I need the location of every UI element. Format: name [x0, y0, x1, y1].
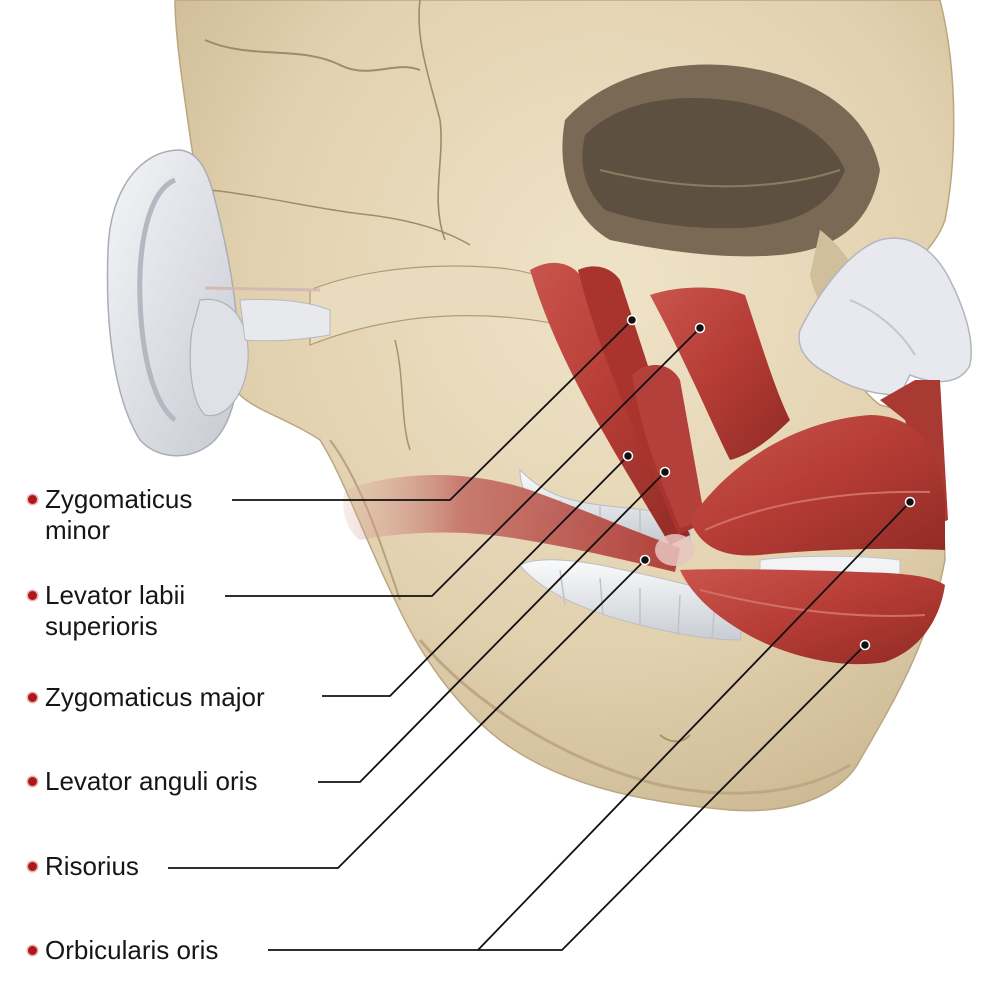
bullet-icon	[28, 591, 37, 600]
bullet-icon	[28, 862, 37, 871]
leader-line-levator-labii-superioris	[225, 327, 701, 597]
leader-lines	[168, 319, 911, 951]
leader-endpoint-levator-anguli-oris	[659, 466, 671, 478]
label-text: Levator anguli oris	[45, 766, 258, 796]
label-text: Orbicularis oris	[45, 935, 219, 965]
leader-endpoint-levator-labii-superioris	[694, 322, 706, 334]
facial-muscles	[343, 262, 948, 665]
leader-endpoint-zygomaticus-minor	[626, 314, 638, 326]
skull	[174, 0, 955, 812]
levator-anguli-oris-muscle	[632, 364, 705, 528]
label-levator-anguli-oris: Levator anguli oris	[28, 766, 258, 797]
zygomaticus-minor-muscle	[530, 262, 690, 545]
label-zygomaticus-major: Zygomaticus major	[28, 682, 265, 713]
leader-endpoints	[622, 314, 916, 651]
levator-labii-superioris-muscle	[650, 287, 790, 460]
bullet-icon	[28, 946, 37, 955]
label-text: minor	[45, 515, 111, 545]
label-text: Zygomaticus major	[45, 682, 265, 712]
ear	[106, 149, 331, 457]
modiolus	[655, 534, 695, 566]
label-text: superioris	[45, 611, 158, 641]
label-text: Levator labii	[45, 580, 186, 610]
leader-endpoint-orbicularis-oris-2	[859, 639, 871, 651]
leader-line-zygomaticus-major	[322, 455, 629, 697]
label-text: Risorius	[45, 851, 139, 881]
leader-line-risorius	[168, 559, 646, 869]
label-orbicularis-oris: Orbicularis oris	[28, 935, 219, 966]
leader-endpoint-zygomaticus-major	[622, 450, 634, 462]
nose-cartilage	[798, 237, 973, 396]
leader-line-zygomaticus-minor	[232, 319, 633, 501]
label-text: Zygomaticus	[45, 484, 193, 514]
leader-line-orbicularis-oris-2	[478, 644, 866, 951]
leader-endpoint-orbicularis-oris	[904, 496, 916, 508]
label-risorius: Risorius	[28, 851, 139, 882]
bullet-icon	[28, 777, 37, 786]
bullet-icon	[28, 495, 37, 504]
orbicularis-oris-lower	[680, 569, 945, 665]
leader-line-levator-anguli-oris	[318, 471, 666, 783]
leader-endpoint-risorius	[639, 554, 651, 566]
bullet-icon	[28, 693, 37, 702]
orbicularis-oris-upper	[690, 415, 945, 556]
